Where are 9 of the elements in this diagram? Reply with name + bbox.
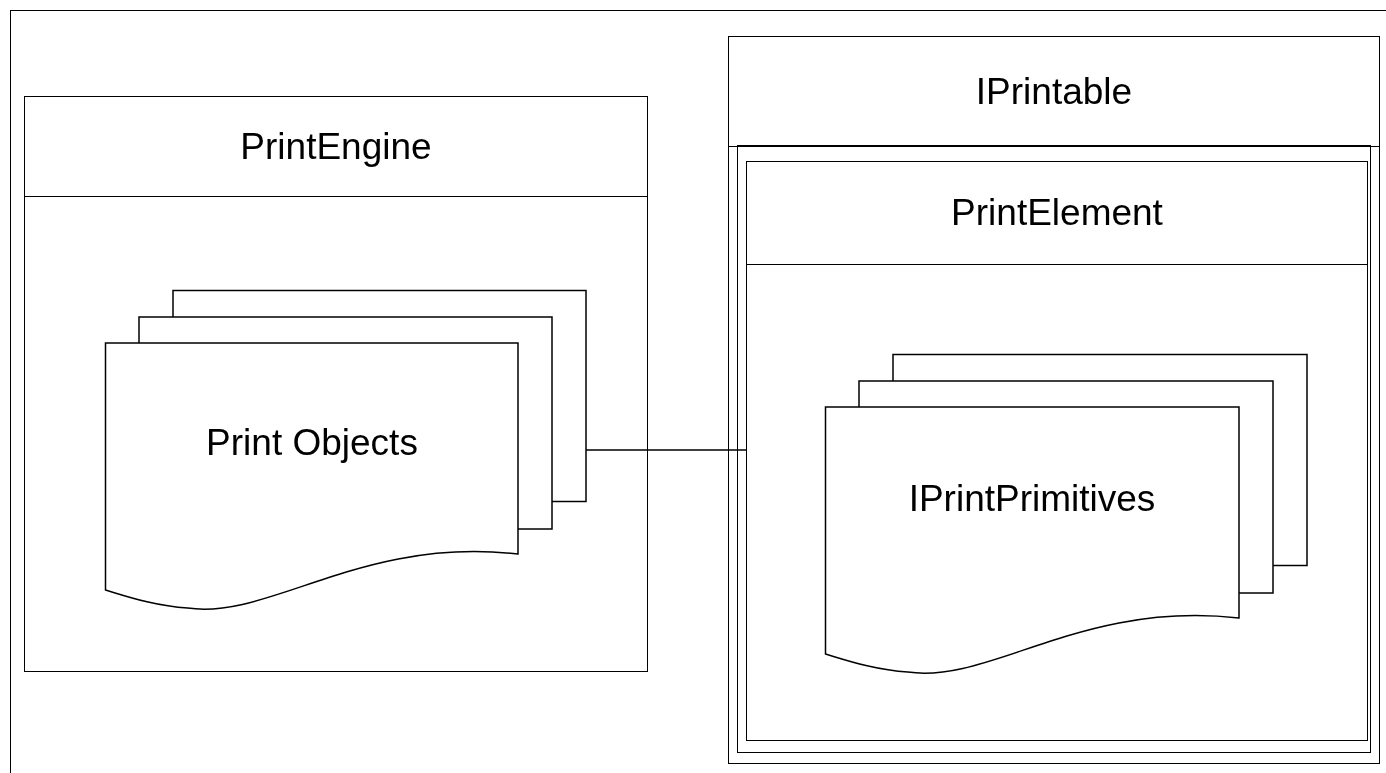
document-label: IPrintPrimitives [907, 478, 1157, 520]
class-box [24, 96, 648, 672]
class-name: IPrintable [975, 70, 1133, 113]
document-label: Print Objects [205, 422, 419, 464]
class-name: PrintEngine [240, 125, 432, 168]
class-box [728, 36, 1380, 764]
connector-line [585, 449, 747, 451]
class-box [746, 161, 1368, 741]
class-name: PrintElement [951, 192, 1163, 234]
